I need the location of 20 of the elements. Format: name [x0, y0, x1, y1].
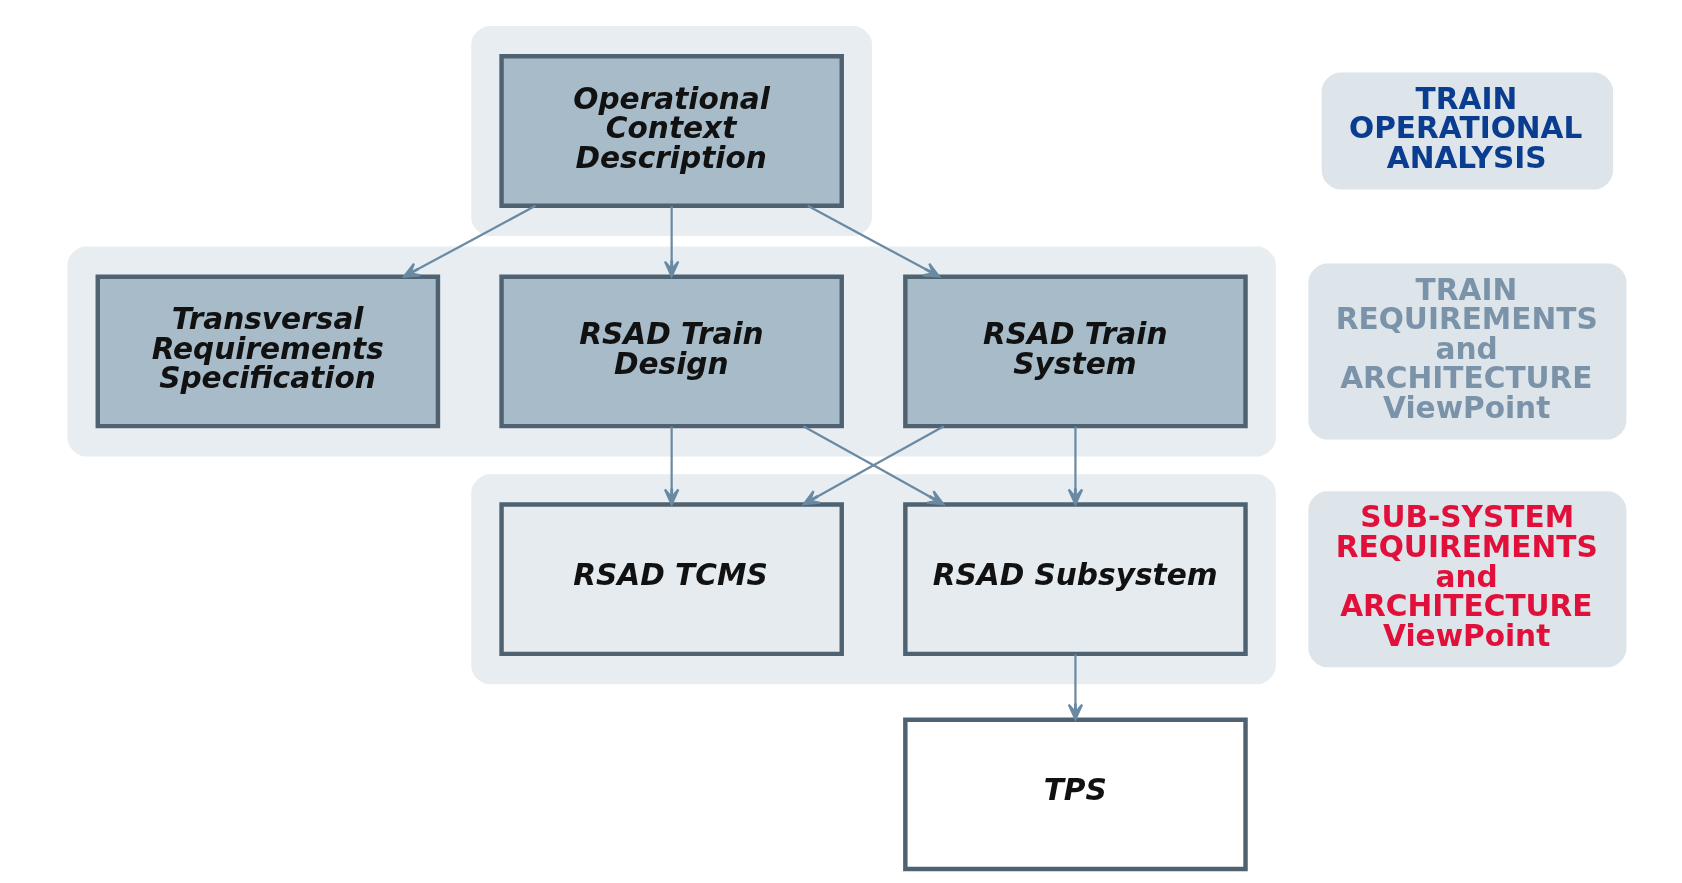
arrow: [1067, 426, 1084, 505]
node-box: RSAD Subsystem: [903, 501, 1248, 656]
arrow: [663, 205, 680, 277]
node-box: TRAIN OPERATIONAL ANALYSIS: [1321, 72, 1614, 189]
node-box: Transversal Requirements Specification: [95, 274, 441, 428]
cluster: [471, 25, 873, 236]
node-box: Operational Context Description: [499, 53, 844, 208]
node-box: TPS: [903, 717, 1248, 871]
arrow: [807, 204, 941, 278]
arrow: [403, 204, 537, 278]
arrow: [802, 424, 945, 505]
cluster: [67, 245, 1276, 456]
cluster: [471, 473, 1276, 684]
node-box: RSAD Train Design: [499, 274, 844, 428]
arrow: [1067, 653, 1084, 720]
node-box: RSAD Train System: [903, 274, 1248, 428]
arrow: [663, 426, 680, 505]
node-box: SUB-SYSTEM REQUIREMENTS and ARCHITECTURE ViewPoint: [1308, 490, 1627, 667]
node-box: RSAD TCMS: [499, 501, 844, 656]
node-box: TRAIN REQUIREMENTS and ARCHITECTURE ViewPoint: [1308, 262, 1627, 439]
